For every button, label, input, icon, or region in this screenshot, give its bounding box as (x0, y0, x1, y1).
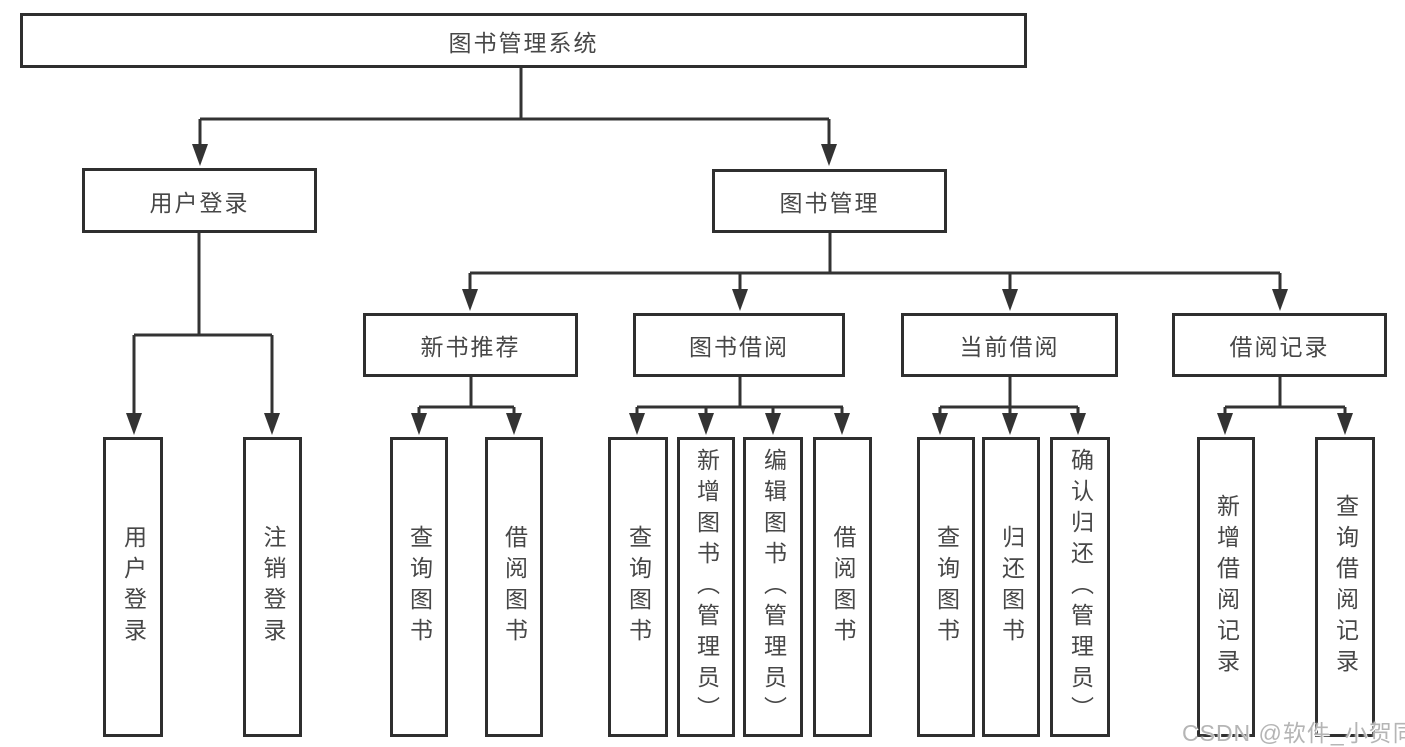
node-label: 用户登录 (120, 525, 147, 649)
leaf-query-borrow-record: 查询借阅记录 (1315, 437, 1375, 737)
node-label: 新增图书（管理员） (693, 447, 720, 727)
node-user-login-module: 用户登录 (82, 168, 317, 233)
leaf-edit-books-admin: 编辑图书（管理员） (743, 437, 803, 737)
leaf-borrow-books: 借阅图书 (485, 437, 543, 737)
node-book-borrow: 图书借阅 (633, 313, 845, 377)
node-label: 确认归还（管理员） (1067, 447, 1094, 727)
node-label: 查询图书 (406, 525, 433, 649)
node-new-book-recommend: 新书推荐 (363, 313, 578, 377)
leaf-confirm-return-admin: 确认归还（管理员） (1050, 437, 1110, 737)
node-system-root: 图书管理系统 (20, 13, 1027, 68)
leaf-add-borrow-record: 新增借阅记录 (1197, 437, 1255, 737)
node-label: 新增借阅记录 (1213, 494, 1240, 680)
node-label: 图书管理系统 (448, 29, 599, 56)
leaf-add-books-admin: 新增图书（管理员） (677, 437, 735, 737)
node-label: 注销登录 (260, 525, 286, 649)
leaf-query-books: 查询图书 (917, 437, 975, 737)
node-label: 新书推荐 (420, 334, 521, 360)
node-label: 图书借阅 (689, 334, 789, 360)
node-current-borrow: 当前借阅 (901, 313, 1118, 377)
node-label: 借阅图书 (830, 525, 856, 649)
node-label: 归还图书 (998, 525, 1025, 649)
leaf-user-login: 用户登录 (103, 437, 163, 737)
node-label: 借阅图书 (501, 525, 528, 649)
node-label: 当前借阅 (959, 334, 1060, 360)
leaf-query-books: 查询图书 (390, 437, 448, 737)
node-label: 借阅记录 (1229, 334, 1330, 360)
node-label: 查询图书 (625, 525, 652, 649)
node-label: 编辑图书（管理员） (760, 447, 787, 727)
node-label: 图书管理 (779, 190, 880, 216)
leaf-query-books: 查询图书 (608, 437, 668, 737)
csdn-watermark: CSDN @软件_小贺同学 (1182, 720, 1405, 746)
node-label: 查询图书 (933, 525, 960, 649)
leaf-logout: 注销登录 (243, 437, 302, 737)
leaf-return-books: 归还图书 (982, 437, 1040, 737)
node-borrow-records: 借阅记录 (1172, 313, 1387, 377)
node-book-management-module: 图书管理 (712, 169, 947, 233)
node-label: 查询借阅记录 (1332, 494, 1359, 680)
leaf-borrow-books: 借阅图书 (813, 437, 872, 737)
node-label: 用户登录 (149, 189, 250, 216)
